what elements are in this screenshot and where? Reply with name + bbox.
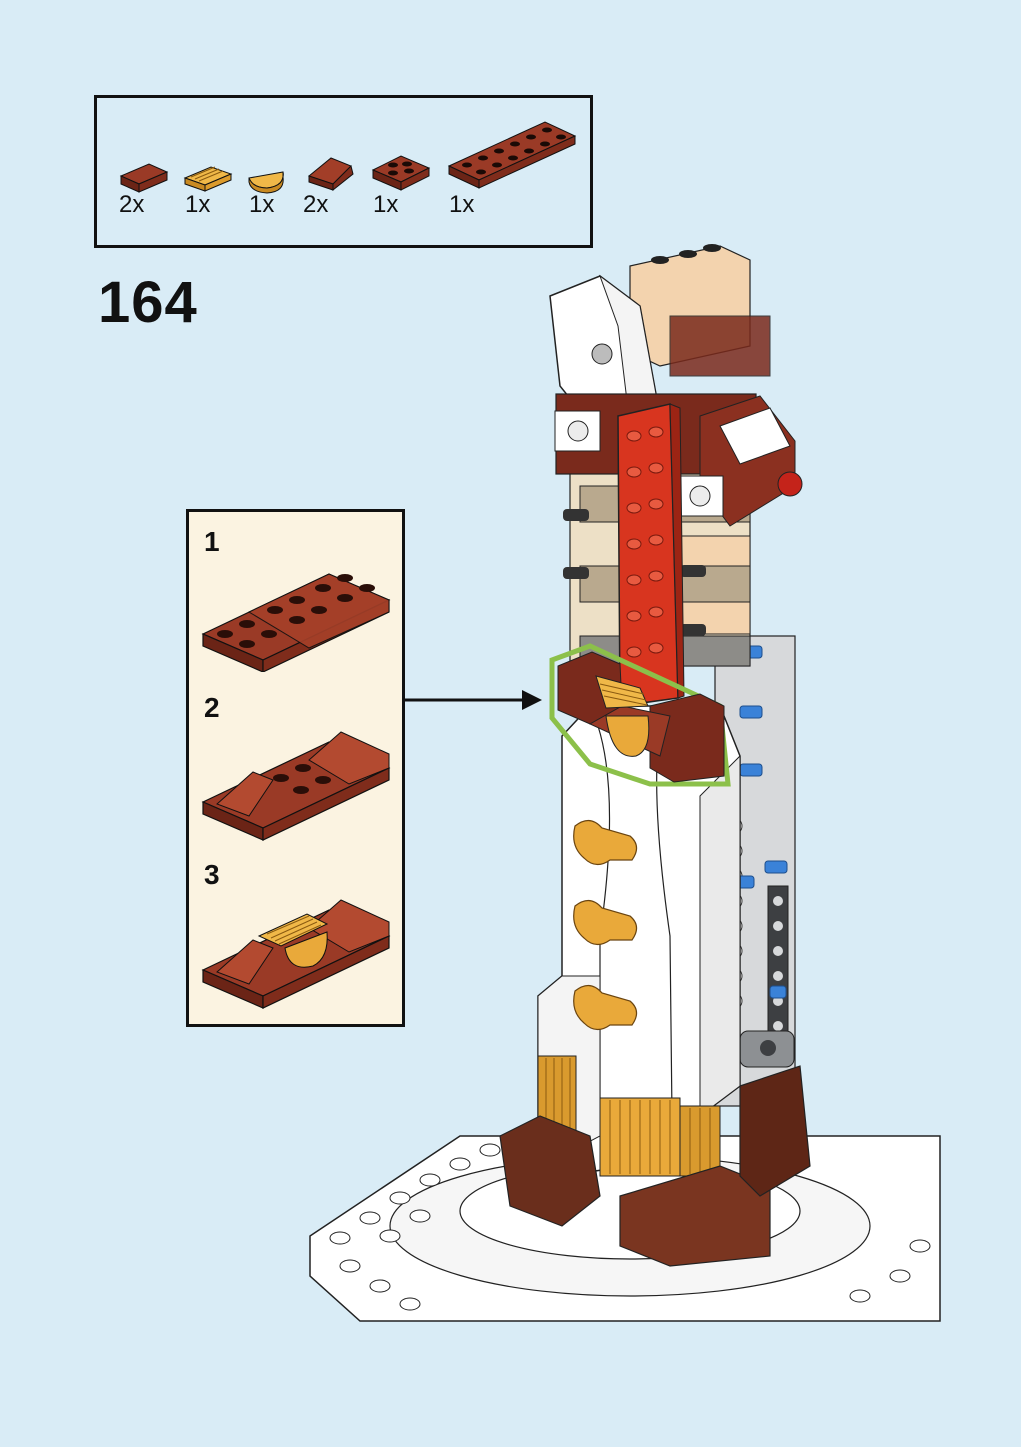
- parts-list-box: 2x 1x 1x 2x 1x 1x: [94, 95, 593, 248]
- part-qty-4: 2x: [303, 193, 328, 217]
- substep-number-3: 3: [204, 861, 220, 889]
- brown-plate-1x2-icon: [119, 160, 171, 194]
- substep-number-2: 2: [204, 694, 220, 722]
- part-qty-1: 2x: [119, 193, 144, 217]
- substep-number-1: 1: [204, 528, 220, 556]
- yellow-grille-tile-icon: [183, 164, 235, 194]
- part-qty-3: 1x: [249, 193, 274, 217]
- rocket-model-illustration: [300, 236, 945, 1324]
- part-qty-5: 1x: [373, 193, 398, 217]
- part-qty-2: 1x: [185, 193, 210, 217]
- brown-slope-icon: [305, 154, 357, 194]
- step-number: 164: [98, 274, 198, 332]
- brown-plate-2x6-icon: [447, 120, 579, 192]
- part-qty-6: 1x: [449, 193, 474, 217]
- brown-plate-2x2-icon: [371, 152, 433, 194]
